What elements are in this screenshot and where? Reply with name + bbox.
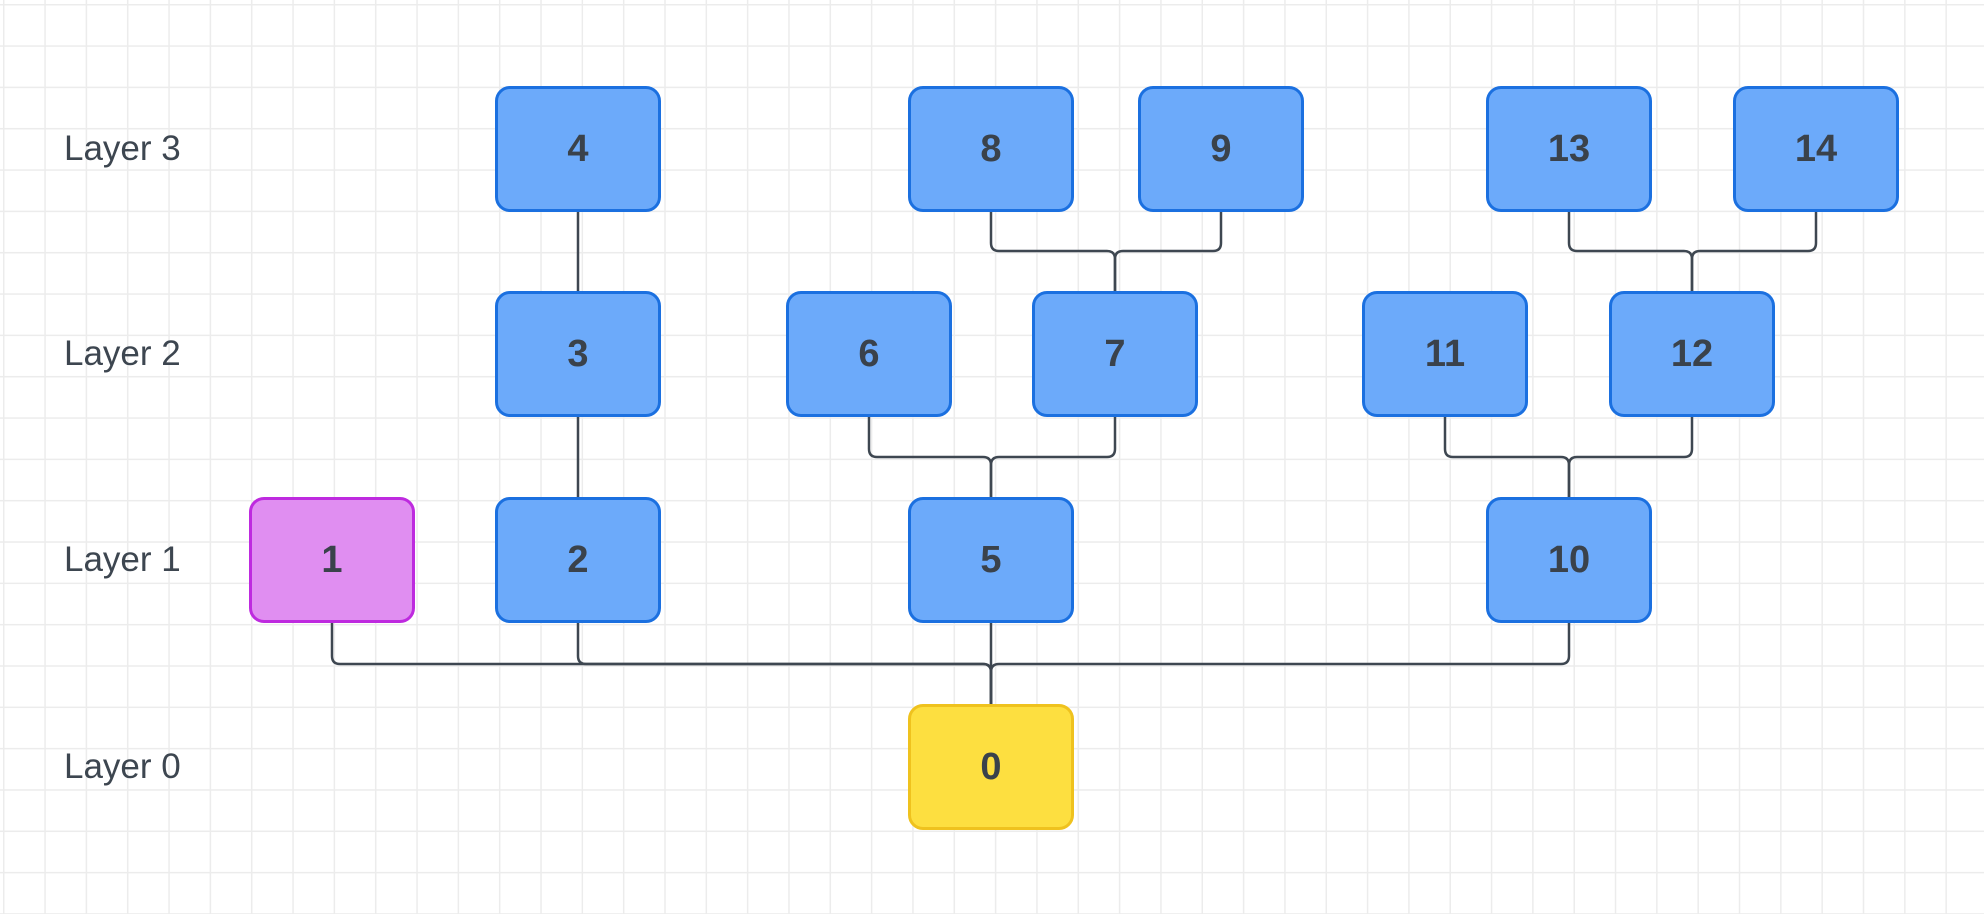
row-label-layer-2: Layer 2 <box>64 334 181 373</box>
node-6[interactable]: 6 <box>786 291 952 417</box>
node-label: 8 <box>980 127 1002 170</box>
node-label: 10 <box>1547 538 1591 581</box>
node-2[interactable]: 2 <box>495 497 661 623</box>
node-4[interactable]: 4 <box>495 86 661 212</box>
node-11[interactable]: 11 <box>1362 291 1528 417</box>
edge-7-5 <box>989 417 1117 497</box>
edge-9-7 <box>1113 212 1223 291</box>
node-label: 7 <box>1104 332 1126 375</box>
node-8[interactable]: 8 <box>908 86 1074 212</box>
edge-13-12 <box>1567 212 1694 291</box>
node-14[interactable]: 14 <box>1733 86 1899 212</box>
row-label-layer-1: Layer 1 <box>64 540 181 579</box>
node-13[interactable]: 13 <box>1486 86 1652 212</box>
row-label-layer-3: Layer 3 <box>64 129 181 168</box>
edge-2-0 <box>576 623 993 704</box>
node-5[interactable]: 5 <box>908 497 1074 623</box>
node-label: 4 <box>567 127 589 170</box>
edge-8-7 <box>989 212 1117 291</box>
node-label: 3 <box>567 332 589 375</box>
node-3[interactable]: 3 <box>495 291 661 417</box>
node-0[interactable]: 0 <box>908 704 1074 830</box>
node-label: 0 <box>980 745 1002 788</box>
node-label: 2 <box>567 538 589 581</box>
row-label-layer-0: Layer 0 <box>64 747 181 786</box>
edge-10-0 <box>989 623 1571 704</box>
edge-12-10 <box>1567 417 1694 497</box>
node-label: 11 <box>1424 332 1466 375</box>
node-label: 9 <box>1210 127 1232 170</box>
node-1[interactable]: 1 <box>249 497 415 623</box>
node-9[interactable]: 9 <box>1138 86 1304 212</box>
node-7[interactable]: 7 <box>1032 291 1198 417</box>
edge-6-5 <box>867 417 993 497</box>
node-label: 5 <box>980 538 1002 581</box>
edge-11-10 <box>1443 417 1571 497</box>
node-10[interactable]: 10 <box>1486 497 1652 623</box>
edge-14-12 <box>1690 212 1818 291</box>
edge-1-0 <box>330 623 993 704</box>
node-label: 13 <box>1547 127 1591 170</box>
node-label: 6 <box>858 332 880 375</box>
node-12[interactable]: 12 <box>1609 291 1775 417</box>
node-label: 14 <box>1794 127 1838 170</box>
node-label: 12 <box>1670 332 1714 375</box>
node-label: 1 <box>321 538 343 581</box>
